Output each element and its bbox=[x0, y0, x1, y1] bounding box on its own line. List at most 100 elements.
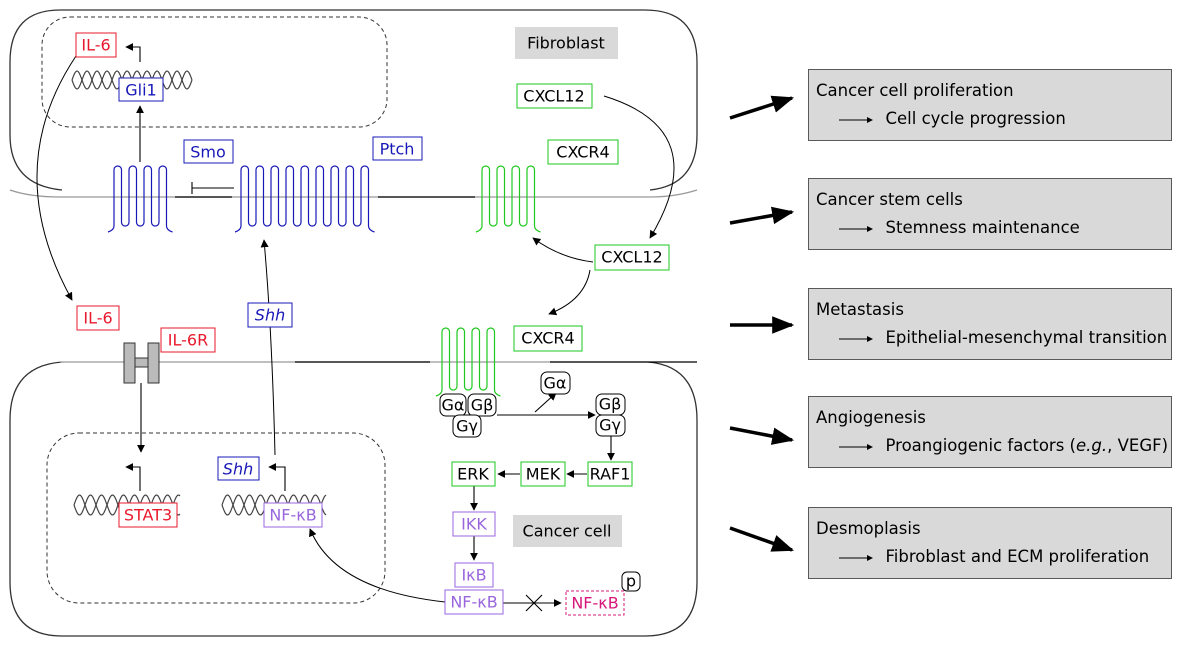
cancer-cell-title: Cancer cell bbox=[513, 515, 622, 547]
ptch-label: Ptch bbox=[372, 136, 423, 161]
svg-text:Fibroblast: Fibroblast bbox=[527, 34, 605, 53]
svg-text:Gβ: Gβ bbox=[599, 395, 622, 414]
cancer-nucleus bbox=[46, 432, 386, 604]
outcome-title: Metastasis bbox=[816, 300, 904, 319]
phosphate-p-box: p bbox=[621, 571, 641, 592]
fibroblast-title: Fibroblast bbox=[515, 27, 618, 59]
cxcl12-box-middle: CXCL12 bbox=[594, 244, 670, 271]
svg-text:CXCR4: CXCR4 bbox=[521, 329, 574, 348]
receptor-path bbox=[475, 165, 541, 233]
svg-text:NF-κB: NF-κB bbox=[571, 594, 618, 613]
svg-text:ERK: ERK bbox=[457, 465, 489, 484]
arrow-cxcl12-to-cxcr4-cancer bbox=[548, 269, 591, 316]
outcome-box-proliferation: Cancer cell proliferation Cell cycle pro… bbox=[808, 69, 1172, 141]
outcome-box-angiogenesis: Angiogenesis Proangiogenic factors (e.g.… bbox=[808, 396, 1172, 468]
shh-box-middle: Shh bbox=[247, 302, 293, 328]
shh-box-nucleus: Shh bbox=[217, 456, 260, 481]
arrow-cxcl12-top-to-mid bbox=[603, 95, 675, 239]
cxcl12-box-fibroblast: CXCL12 bbox=[516, 83, 593, 109]
arrow-g-to-galpha bbox=[534, 392, 557, 413]
small-arrow-icon bbox=[839, 116, 873, 123]
outcome-subtitle: Epithelial-mesenchymal transition bbox=[839, 328, 1167, 347]
block-mark bbox=[525, 594, 543, 612]
smo-receptor bbox=[107, 165, 173, 233]
il6r-receptor bbox=[123, 342, 160, 384]
g-gamma-free-box: Gγ bbox=[595, 414, 626, 437]
outcome-arrow-4 bbox=[729, 426, 795, 445]
il6-box-fibroblast: IL-6 bbox=[75, 32, 117, 58]
outcome-arrow-5 bbox=[729, 526, 795, 552]
cxcr4-label-cancer: CXCR4 bbox=[513, 325, 583, 352]
receptor-path bbox=[435, 327, 501, 397]
svg-text:MEK: MEK bbox=[526, 465, 561, 484]
svg-text:Gα: Gα bbox=[544, 374, 567, 393]
svg-text:CXCL12: CXCL12 bbox=[523, 87, 584, 106]
arrow-il6-fibroblast-to-cancer bbox=[36, 55, 77, 301]
outcome-subtitle: Fibroblast and ECM proliferation bbox=[839, 547, 1149, 566]
svg-text:IL-6R: IL-6R bbox=[168, 331, 208, 350]
receptor-path bbox=[234, 165, 375, 233]
g-beta-free-box: Gβ bbox=[595, 393, 626, 416]
outcome-title: Cancer stem cells bbox=[816, 190, 963, 209]
arrow-stat3-up bbox=[125, 463, 141, 491]
svg-text:Cancer cell: Cancer cell bbox=[523, 522, 612, 541]
outcome-subtitle: Cell cycle progression bbox=[839, 109, 1066, 128]
svg-text:Ptch: Ptch bbox=[380, 140, 415, 159]
svg-text:RAF1: RAF1 bbox=[590, 465, 631, 484]
outcome-box-desmoplasis: Desmoplasis Fibroblast and ECM prolifera… bbox=[808, 507, 1172, 579]
outcome-title: Desmoplasis bbox=[816, 519, 921, 538]
cxcr4-label-fibroblast: CXCR4 bbox=[547, 139, 619, 165]
svg-text:CXCL12: CXCL12 bbox=[601, 248, 662, 267]
svg-text:IKK: IKK bbox=[461, 515, 487, 534]
g-alpha-box: Gα bbox=[439, 393, 467, 417]
ptch-receptor bbox=[234, 165, 375, 233]
cancer-cell-outline bbox=[9, 361, 698, 637]
ikk-box: IKK bbox=[452, 511, 496, 537]
svg-text:Gγ: Gγ bbox=[599, 416, 621, 435]
svg-text:NF-κB: NF-κB bbox=[269, 506, 316, 525]
outcome-sub-text: Fibroblast and ECM proliferation bbox=[885, 547, 1150, 566]
fibroblast-nucleus bbox=[41, 16, 388, 128]
svg-text:CXCR4: CXCR4 bbox=[556, 143, 609, 162]
arrow-cxcl12-to-cxcr4-top bbox=[532, 237, 594, 263]
outcome-sub-text: Epithelial-mesenchymal transition bbox=[885, 328, 1168, 347]
arrow-gli1-to-il6 bbox=[125, 43, 141, 62]
svg-text:Smo: Smo bbox=[190, 143, 226, 162]
outcome-sub-text: Stemness maintenance bbox=[885, 218, 1080, 237]
erk-box: ERK bbox=[451, 461, 496, 487]
outcome-title: Angiogenesis bbox=[816, 408, 926, 427]
outcome-subtitle: Proangiogenic factors (e.g., VEGF) bbox=[839, 436, 1168, 455]
outcome-arrow-1 bbox=[729, 95, 795, 120]
arrow-shh-to-ptch bbox=[260, 239, 276, 456]
outcome-subtitle: Stemness maintenance bbox=[839, 218, 1080, 237]
svg-text:p: p bbox=[626, 572, 636, 591]
svg-text:Gα: Gα bbox=[442, 396, 465, 415]
il6r-label: IL-6R bbox=[160, 327, 216, 353]
cxcr4-receptor-cancer bbox=[435, 327, 501, 397]
inhibition-ptch-smo bbox=[191, 182, 234, 194]
nfkb-box-phospho: NF-κB bbox=[565, 590, 625, 616]
outcome-sub-text: Proangiogenic factors ( bbox=[885, 436, 1077, 455]
smo-label: Smo bbox=[183, 139, 234, 164]
outcome-arrow-2 bbox=[729, 206, 795, 225]
ikb-box: IκB bbox=[454, 562, 494, 588]
receptor-path bbox=[107, 165, 173, 233]
svg-text:STAT3: STAT3 bbox=[124, 506, 172, 525]
stat3-box: STAT3 bbox=[118, 502, 178, 528]
svg-text:IκB: IκB bbox=[461, 566, 486, 585]
svg-text:Gγ: Gγ bbox=[456, 417, 478, 436]
fibroblast-cell-outline bbox=[9, 9, 698, 191]
nfkb-box-nucleus: NF-κB bbox=[263, 502, 323, 528]
svg-text:Gβ: Gβ bbox=[471, 396, 494, 415]
svg-text:IL-6: IL-6 bbox=[83, 309, 112, 328]
fibroblast-membrane bbox=[9, 189, 698, 198]
cxcr4-receptor-fibroblast bbox=[475, 165, 541, 233]
arrow-nfkb-to-nucleus bbox=[309, 528, 446, 603]
svg-text:Shh: Shh bbox=[223, 460, 253, 479]
outcome-box-stem-cells: Cancer stem cells Stemness maintenance bbox=[808, 178, 1172, 250]
gli1-box: Gli1 bbox=[118, 77, 164, 102]
outcome-sub-text: , VEGF) bbox=[1107, 436, 1169, 455]
small-arrow-icon bbox=[839, 335, 873, 342]
outcome-title: Cancer cell proliferation bbox=[816, 81, 1014, 100]
